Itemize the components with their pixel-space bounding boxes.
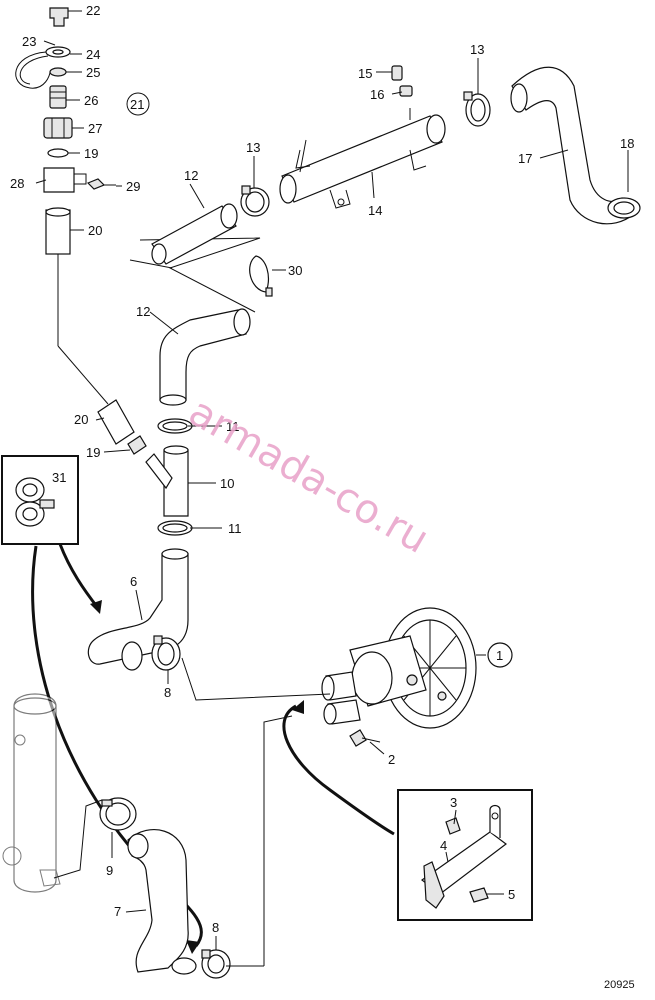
callout-27: 27 (88, 121, 102, 136)
callout-5: 5 (508, 887, 515, 902)
callout-17: 17 (518, 151, 532, 166)
cooler-tube-14 (279, 108, 446, 209)
callout-25: 25 (86, 65, 100, 80)
callout-20-lower: 20 (74, 412, 88, 427)
filler-cap-assembly (15, 7, 116, 255)
clamp-8-upper (151, 635, 181, 671)
callout-24: 24 (86, 47, 100, 62)
raw-water-pump-1 (321, 607, 477, 729)
hose-20-lower (97, 399, 135, 445)
callout-13-right: 13 (470, 42, 484, 57)
callout-7: 7 (114, 904, 121, 919)
callout-8-upper: 8 (164, 685, 171, 700)
callout-16: 16 (370, 87, 384, 102)
callout-12-upper: 12 (184, 168, 198, 183)
callout-4: 4 (440, 838, 447, 853)
callout-1-circle (487, 642, 513, 668)
clamp-13-left (240, 185, 270, 217)
callout-21-badge (126, 92, 150, 116)
tee-fitting-10 (145, 445, 189, 517)
callout-20-top: 20 (88, 223, 102, 238)
clamp-18 (607, 197, 641, 219)
callout-3: 3 (450, 795, 457, 810)
callout-1: 1 (496, 648, 503, 663)
bolt-2 (349, 729, 381, 747)
guide-to-tank (53, 799, 264, 967)
pump-connection-lines (181, 657, 395, 966)
callout-21: 21 (130, 97, 144, 112)
hose-7 (127, 829, 197, 975)
callout-22: 22 (86, 3, 100, 18)
callout-12-lower: 12 (136, 304, 150, 319)
callout-11-lower: 11 (228, 521, 242, 536)
callout-14: 14 (368, 203, 382, 218)
inset-box-bracket (397, 789, 533, 921)
hose-12-upper (151, 203, 238, 265)
callout-8-lower: 8 (212, 920, 219, 935)
callout-19-top: 19 (84, 146, 98, 161)
callout-2: 2 (388, 752, 395, 767)
callout-15: 15 (358, 66, 372, 81)
figure-reference-number: 20925 (604, 979, 635, 991)
callout-9: 9 (106, 863, 113, 878)
callout-30: 30 (288, 263, 302, 278)
clamp-8-lower (201, 949, 231, 979)
callout-18: 18 (620, 136, 634, 151)
clamp-9 (99, 797, 137, 831)
leaders-top-left (35, 10, 122, 231)
elbow-hose-6 (87, 548, 189, 671)
callout-13-left: 13 (246, 140, 260, 155)
callout-23: 23 (22, 34, 36, 49)
callout-19-lower: 19 (86, 445, 100, 460)
callout-10: 10 (220, 476, 234, 491)
elbow-hose-12-lower (159, 308, 251, 406)
fitting-15-16 (391, 65, 413, 97)
callout-31: 31 (52, 470, 66, 485)
clamp-30 (249, 255, 273, 297)
clamp-13-right (463, 91, 491, 127)
clamp-11-lower (157, 520, 193, 536)
callout-26: 26 (84, 93, 98, 108)
callout-28: 28 (10, 176, 24, 191)
callout-labels: 22 23 24 25 26 27 19 28 29 20 21 15 16 1… (10, 3, 634, 935)
leader-lines (95, 58, 629, 950)
callout-29: 29 (126, 179, 140, 194)
callout-11-upper: 11 (226, 419, 240, 434)
fitting-19-lower (127, 435, 147, 455)
heat-exchanger-tank (2, 693, 61, 893)
inset-box-31 (1, 455, 79, 545)
callout-6: 6 (130, 574, 137, 589)
clamp-11-upper (157, 418, 193, 434)
